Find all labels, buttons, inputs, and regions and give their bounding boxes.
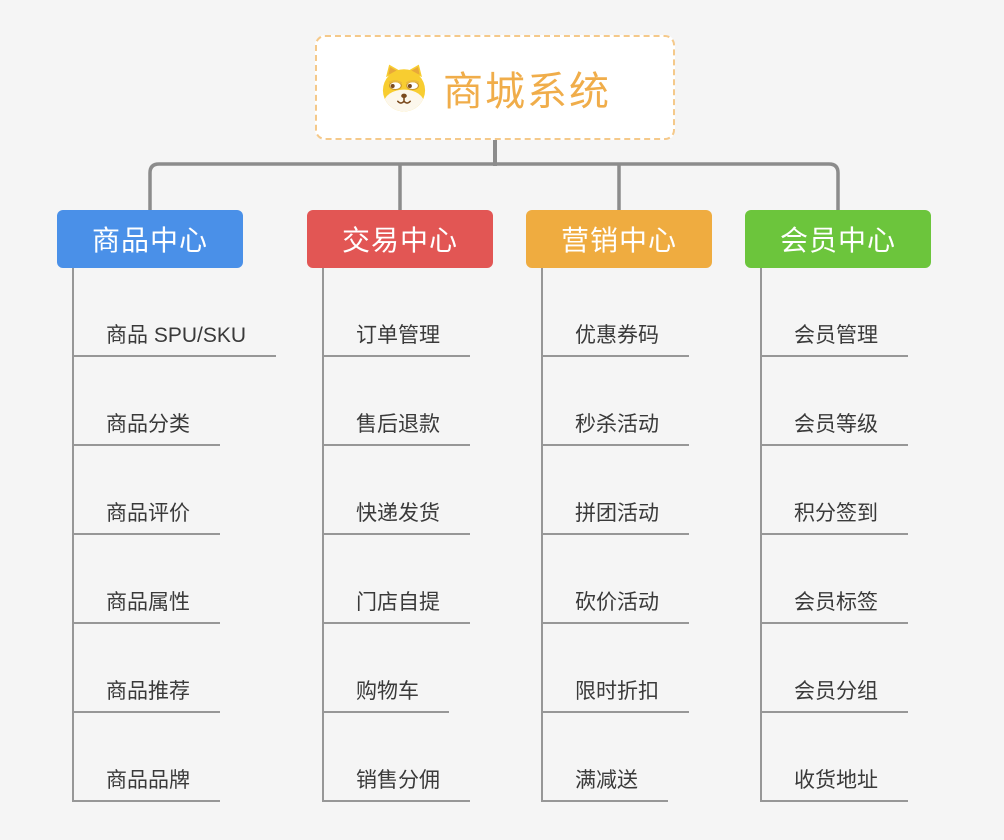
- child-node[interactable]: 商品属性: [74, 535, 220, 624]
- child-node[interactable]: 销售分佣: [324, 713, 470, 802]
- branch-column-trade: 交易中心 订单管理售后退款快递发货门店自提购物车销售分佣: [307, 210, 493, 802]
- child-node[interactable]: 砍价活动: [543, 535, 689, 624]
- branch-node[interactable]: 商品中心: [57, 210, 243, 268]
- child-node[interactable]: 快递发货: [324, 446, 470, 535]
- child-node[interactable]: 积分签到: [762, 446, 908, 535]
- child-node[interactable]: 满减送: [543, 713, 668, 802]
- doge-icon: [382, 64, 426, 111]
- child-node[interactable]: 售后退款: [324, 357, 470, 446]
- child-node[interactable]: 优惠券码: [543, 268, 689, 357]
- children-group: 订单管理售后退款快递发货门店自提购物车销售分佣: [322, 268, 470, 802]
- branch-column-members: 会员中心 会员管理会员等级积分签到会员标签会员分组收货地址: [745, 210, 931, 802]
- child-node[interactable]: 商品分类: [74, 357, 220, 446]
- root-node-label: 商城系统: [443, 69, 611, 114]
- child-node[interactable]: 秒杀活动: [543, 357, 689, 446]
- root-node[interactable]: 商城系统: [315, 35, 675, 140]
- child-node[interactable]: 会员分组: [762, 624, 908, 713]
- branch-column-marketing: 营销中心 优惠券码秒杀活动拼团活动砍价活动限时折扣满减送: [526, 210, 712, 802]
- branch-node[interactable]: 交易中心: [307, 210, 493, 268]
- child-node[interactable]: 会员标签: [762, 535, 908, 624]
- branch-node[interactable]: 营销中心: [526, 210, 712, 268]
- child-node[interactable]: 拼团活动: [543, 446, 689, 535]
- children-group: 优惠券码秒杀活动拼团活动砍价活动限时折扣满减送: [541, 268, 689, 802]
- child-node[interactable]: 商品评价: [74, 446, 220, 535]
- child-node[interactable]: 商品品牌: [74, 713, 220, 802]
- child-node[interactable]: 商品推荐: [74, 624, 220, 713]
- child-node[interactable]: 会员管理: [762, 268, 908, 357]
- children-group: 会员管理会员等级积分签到会员标签会员分组收货地址: [760, 268, 908, 802]
- branch-node[interactable]: 会员中心: [745, 210, 931, 268]
- child-node[interactable]: 购物车: [324, 624, 449, 713]
- child-node[interactable]: 门店自提: [324, 535, 470, 624]
- child-node[interactable]: 收货地址: [762, 713, 908, 802]
- child-node[interactable]: 商品 SPU/SKU: [74, 268, 277, 357]
- child-node[interactable]: 限时折扣: [543, 624, 689, 713]
- child-node[interactable]: 订单管理: [324, 268, 470, 357]
- child-node[interactable]: 会员等级: [762, 357, 908, 446]
